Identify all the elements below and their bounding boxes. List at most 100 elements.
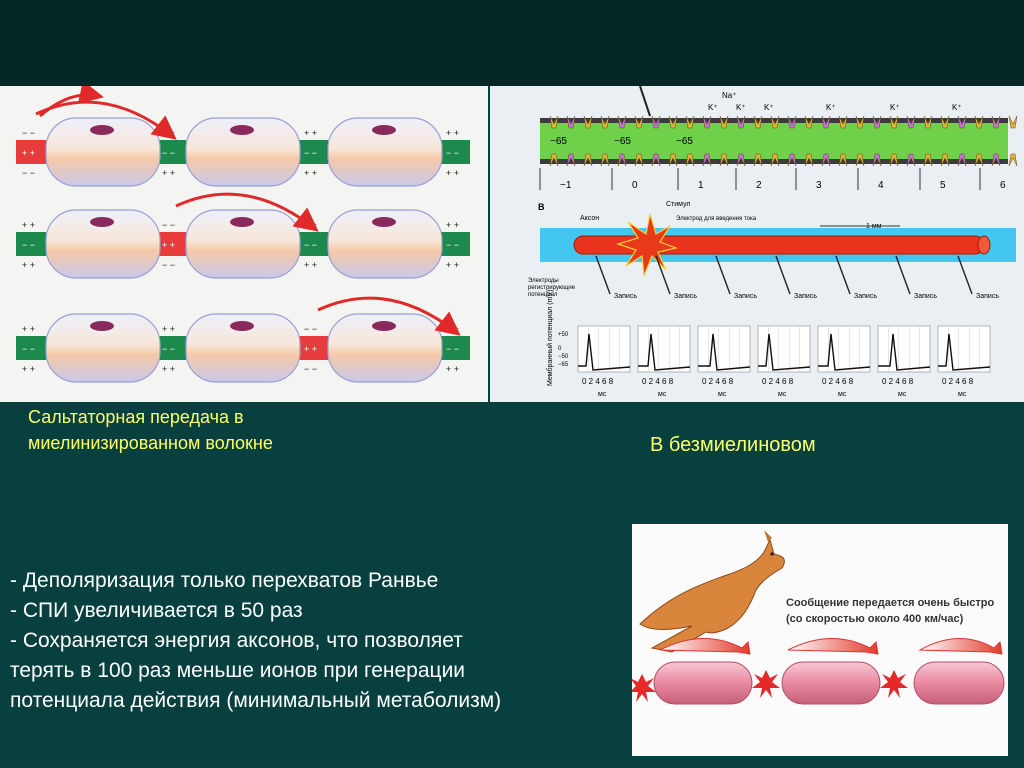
action-potential-trace bbox=[818, 333, 871, 371]
saltatory-caption-line1: Сальтаторная передача в bbox=[28, 407, 244, 427]
time-ticks: 0 2 4 6 8 bbox=[582, 377, 614, 386]
section-label: В bbox=[538, 202, 545, 212]
ion-channel bbox=[923, 153, 933, 167]
y-tick-label: −50 bbox=[558, 354, 569, 360]
charge-sign: − − bbox=[446, 240, 459, 250]
ion-channel bbox=[685, 153, 695, 167]
time-unit: мс bbox=[598, 391, 607, 398]
ion-channel bbox=[940, 153, 950, 167]
charge-sign: + + bbox=[304, 168, 317, 178]
bullet-item: - Сохраняется энергия аксонов, что позво… bbox=[10, 629, 463, 652]
ion-channel bbox=[804, 153, 814, 167]
bullet-item: терять в 100 раз меньше ионов при генера… bbox=[10, 659, 466, 682]
charge-sign: + + bbox=[162, 324, 175, 334]
recording-label: Запись bbox=[734, 293, 757, 300]
time-unit: мс bbox=[838, 391, 847, 398]
recording-box bbox=[817, 325, 871, 373]
propagation-arrow bbox=[39, 80, 104, 118]
recording-label: Запись bbox=[914, 293, 937, 300]
time-ticks: 0 2 4 6 8 bbox=[942, 377, 974, 386]
charge-sign: + + bbox=[22, 364, 35, 374]
ion-channel bbox=[838, 115, 848, 129]
bullet-item: - СПИ увеличивается в 50 раз bbox=[10, 599, 303, 622]
na-ion-label: Na⁺ bbox=[722, 91, 736, 100]
schwann-nucleus bbox=[372, 125, 396, 135]
membrane-top bbox=[540, 118, 1008, 123]
unmyelinated-caption: В безмиелиновом bbox=[650, 434, 816, 456]
action-potential-trace bbox=[758, 333, 811, 371]
ion-channel bbox=[549, 153, 559, 167]
position-label: 1 bbox=[698, 180, 704, 191]
ion-channel bbox=[753, 153, 763, 167]
recording-electrode bbox=[715, 255, 731, 295]
myelin-segment bbox=[185, 117, 301, 187]
node-resting bbox=[298, 140, 328, 164]
recording-electrode bbox=[595, 255, 611, 295]
ion-channel bbox=[855, 153, 865, 167]
ion-channel bbox=[566, 153, 576, 167]
myelin-segment bbox=[45, 209, 161, 279]
saltatory-svg: − − − − + + + + + + − − + + + + − − + + + + − − + + +… bbox=[16, 80, 470, 383]
k-ion-label: K⁺ bbox=[890, 103, 900, 112]
myelin-segment bbox=[327, 313, 443, 383]
position-label: 6 bbox=[1000, 180, 1006, 191]
ion-channel bbox=[991, 115, 1001, 129]
ion-channel bbox=[770, 153, 780, 167]
y-axis-label: Мембранный потенциал (mV) bbox=[546, 290, 554, 386]
k-ion-label: K⁺ bbox=[764, 103, 774, 112]
ion-channel bbox=[583, 153, 593, 167]
ion-channel bbox=[906, 153, 916, 167]
speed-arrow bbox=[659, 638, 751, 655]
charge-sign: + + bbox=[162, 364, 175, 374]
charge-sign: + + bbox=[22, 220, 35, 230]
membrane-bottom bbox=[540, 159, 1008, 164]
time-ticks: 0 2 4 6 8 bbox=[762, 377, 794, 386]
saltatory-caption: Сальтаторная передача в миелинизированно… bbox=[28, 404, 388, 456]
ion-channel bbox=[855, 115, 865, 129]
recording-electrode bbox=[895, 255, 911, 295]
ion-channel bbox=[957, 153, 967, 167]
charge-sign: − − bbox=[162, 344, 175, 354]
myelin-sausage bbox=[913, 661, 1005, 705]
ion-channel bbox=[872, 115, 882, 129]
charge-sign: − − bbox=[22, 168, 35, 178]
charge-sign: + + bbox=[304, 344, 317, 354]
ion-channel bbox=[821, 153, 831, 167]
ion-channel bbox=[991, 153, 1001, 167]
charge-sign: − − bbox=[22, 128, 35, 138]
ion-channel bbox=[1008, 153, 1018, 167]
ion-channel bbox=[889, 153, 899, 167]
action-potential-trace bbox=[938, 333, 991, 371]
action-potential-trace bbox=[638, 333, 691, 371]
charge-sign: + + bbox=[162, 240, 175, 250]
ion-channel bbox=[600, 153, 610, 167]
charge-sign: − − bbox=[304, 324, 317, 334]
propagation-arrow bbox=[317, 296, 461, 336]
time-ticks: 0 2 4 6 8 bbox=[642, 377, 674, 386]
recording-electrode bbox=[775, 255, 791, 295]
saltatory-caption-line2: миелинизированном волокне bbox=[28, 433, 273, 453]
ion-channel bbox=[685, 115, 695, 129]
ion-channel bbox=[651, 153, 661, 167]
ion-channel bbox=[583, 115, 593, 129]
charge-sign: + + bbox=[446, 260, 459, 270]
schwann-nucleus bbox=[230, 125, 254, 135]
ion-channel bbox=[838, 153, 848, 167]
ion-channel bbox=[787, 115, 797, 129]
saltatory-diagram: − − − − + + + + + + − − + + + + − − + + + + − − + + +… bbox=[0, 80, 488, 402]
bullet-item: потенциала действия (минимальный метабол… bbox=[10, 689, 502, 712]
ion-channel bbox=[736, 115, 746, 129]
myelin-sausage bbox=[653, 661, 753, 705]
y-tick-label: +50 bbox=[558, 332, 569, 338]
charge-sign: + + bbox=[22, 324, 35, 334]
myelin-sausage bbox=[781, 661, 881, 705]
charge-sign: − − bbox=[162, 148, 175, 158]
ion-channel bbox=[906, 115, 916, 129]
node-resting bbox=[16, 336, 46, 360]
kangaroo-text-line2: (со скоростью около 400 км/час) bbox=[786, 613, 964, 625]
ion-channel bbox=[787, 153, 797, 167]
ion-channel bbox=[634, 115, 644, 129]
current-electrode-label: Электрод для введения тока bbox=[676, 216, 757, 222]
